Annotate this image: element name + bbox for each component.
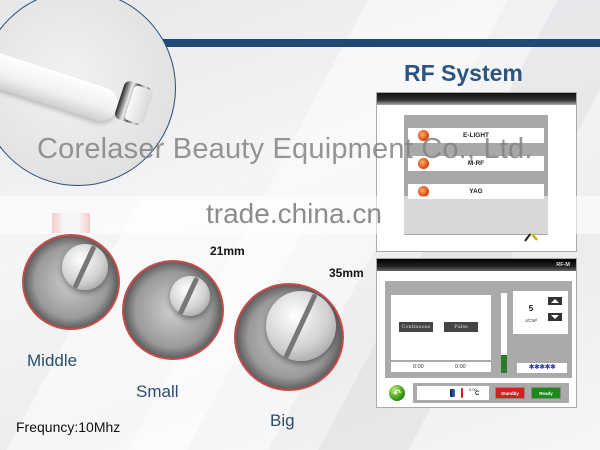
increase-button[interactable] [548,297,562,305]
status-bar: 0.00 C Standby Ready [413,383,569,403]
screen-title: RF-M [377,259,576,271]
middle-tip-image [22,234,120,330]
company-watermark: Corelaser Beauty Equipment Co., Ltd. [37,133,533,165]
energy-setting: 5 J/CM² [513,291,568,334]
standby-button[interactable]: Standby [495,387,525,399]
screen-titlebar [377,93,576,105]
decrease-button[interactable] [548,313,562,321]
pulse-button[interactable]: Pulse [444,322,478,332]
wrench-icon[interactable] [523,229,539,243]
laser-icon [418,130,429,141]
site-watermark: trade.china.cn [206,198,382,229]
control-panel: Continuous Pulse 0:00 0:00 5 J/CM² ✱✱✱✱✱ [385,281,572,378]
small-tip-label: Small [136,382,179,401]
temperature-unit: C [475,391,480,397]
continuous-button[interactable]: Continuous [399,322,433,332]
small-tip-image [122,260,224,360]
mode-selector: Continuous Pulse [391,295,491,360]
timer-value: 0:00 [413,364,424,370]
small-size-label: 21mm [210,244,245,258]
frequency-label: Frequncy:10Mhz [16,419,121,435]
status-display: 0.00 C [417,386,489,400]
middle-tip-label: Middle [27,351,78,370]
menu-item-yag[interactable]: YAG [408,184,544,199]
temperature-value: 0.00 [469,387,477,392]
back-arrow-icon: ↶ [393,387,401,398]
thermometer-icon [461,388,463,398]
big-tip-label: Big [270,411,295,430]
menu-item-elight[interactable]: E-LIGHT [408,128,544,143]
handpiece-image [0,0,176,186]
menu-item-label: M-RF [467,160,485,167]
laser-icon [418,186,429,197]
timer-row: 0:00 0:00 [391,362,491,372]
back-button[interactable]: ↶ [389,385,405,401]
header-accent-bar [0,39,600,47]
menu-item-label: YAG [469,188,483,195]
rf-m-screen: RF-M Continuous Pulse 0:00 0:00 5 J/CM² … [376,258,577,408]
handpiece-handle [0,46,123,126]
water-tank-icon [450,389,455,397]
laser-icon [418,158,429,169]
timer-value: 0:00 [455,364,466,370]
energy-level-fill [501,355,507,373]
ready-button[interactable]: Ready [531,387,561,399]
energy-value: 5 [528,304,534,313]
level-indicator: ✱✱✱✱✱ [517,363,567,373]
menu-item-label: E-LIGHT [463,132,489,139]
energy-unit: J/CM² [525,318,537,323]
arrow-down-icon [551,315,559,319]
big-tip-image [234,283,344,391]
arrow-up-icon [551,299,559,303]
energy-level-bar [501,293,507,373]
menu-item-mrf[interactable]: M-RF [408,156,544,171]
page-title: RF System [404,60,523,86]
big-size-label: 35mm [329,266,364,280]
